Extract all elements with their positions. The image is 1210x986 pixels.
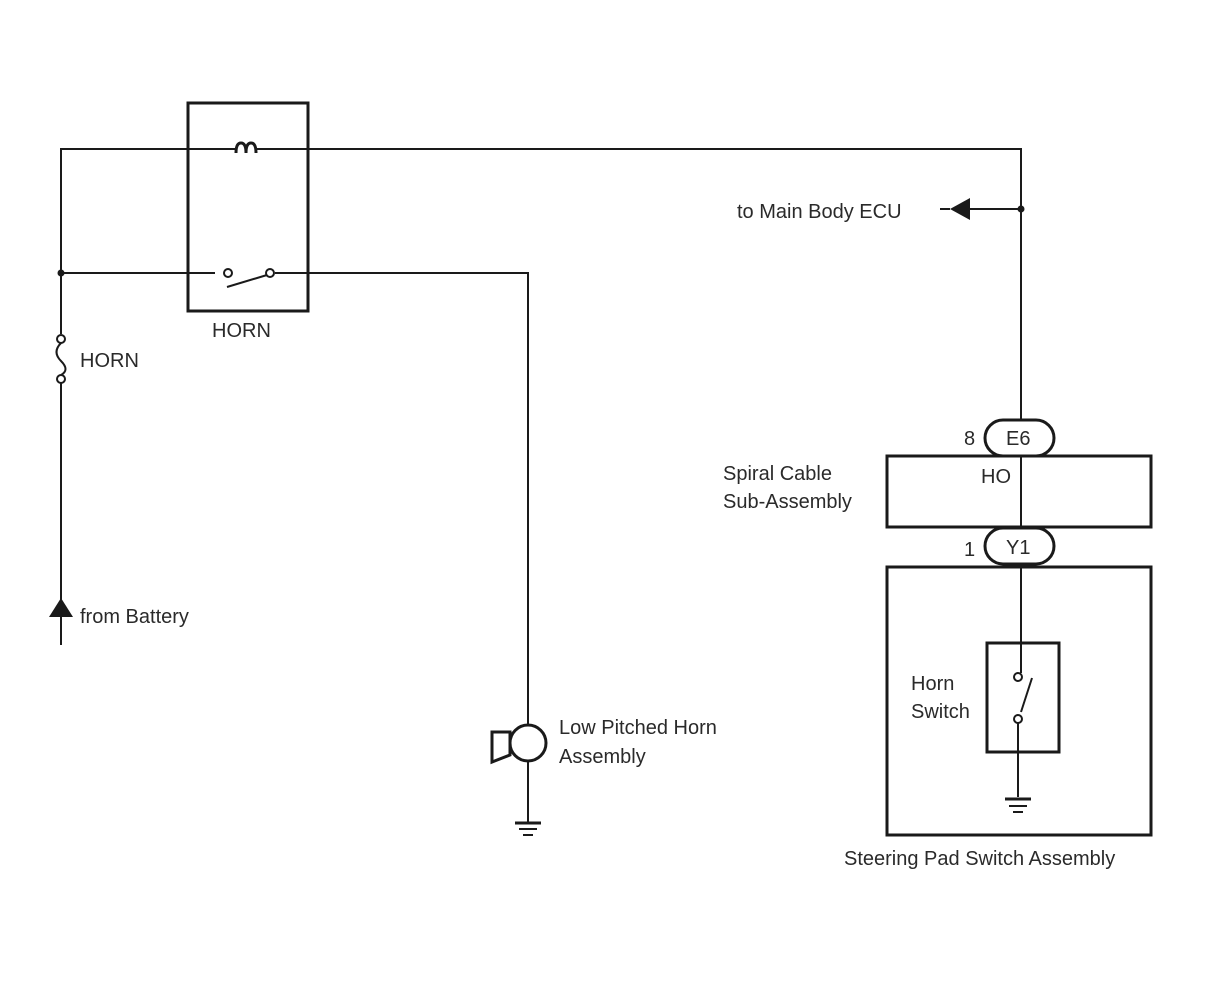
horn-relay: HORN <box>186 101 310 342</box>
horn-switch-label-line2: Switch <box>911 701 970 723</box>
junction-dot-battery <box>57 269 65 277</box>
connector-e6-pin: 8 <box>964 428 975 450</box>
steering-pad-label: Steering Pad Switch Assembly <box>844 848 1115 870</box>
steering-pad-switch-assembly: Horn Switch Steering Pad Switch Assembly <box>844 564 1153 870</box>
ground-icon <box>1005 797 1031 813</box>
spiral-cable-terminal: HO <box>981 466 1011 488</box>
spiral-cable-sub-assembly: HO Spiral Cable Sub-Assembly <box>723 454 1153 529</box>
fuse-icon <box>55 342 67 376</box>
wire-top-coil <box>60 148 1022 645</box>
battery-source: from Battery <box>49 598 189 628</box>
low-horn-label-line1: Low Pitched Horn <box>559 717 717 739</box>
connector-y1-pin: 1 <box>964 539 975 561</box>
junction-dot-ecu <box>1017 205 1025 213</box>
connector-y1: Y1 1 <box>964 526 1056 566</box>
relay-coil-icon <box>234 141 258 154</box>
ground-icon <box>515 821 541 836</box>
horn-switch-icon <box>1013 672 1033 724</box>
spiral-cable-label-line2: Sub-Assembly <box>723 491 852 513</box>
battery-label: from Battery <box>80 606 189 628</box>
horn-relay-label: HORN <box>212 320 271 342</box>
spiral-cable-label-line1: Spiral Cable <box>723 463 832 485</box>
horn-switch-label-line1: Horn <box>911 673 954 695</box>
main-body-ecu-output: to Main Body ECU <box>737 198 970 223</box>
connector-e6-name: E6 <box>1006 428 1030 450</box>
low-horn-label-line2: Assembly <box>559 746 646 768</box>
horn-fuse: HORN <box>50 334 139 390</box>
horn-icon <box>508 723 548 763</box>
connector-y1-name: Y1 <box>1006 537 1030 559</box>
low-pitched-horn: Low Pitched Horn Assembly <box>490 717 717 836</box>
arrow-left-icon <box>950 198 970 220</box>
arrow-up-icon <box>49 598 73 617</box>
wire-relay-switch <box>61 272 529 725</box>
ecu-label: to Main Body ECU <box>737 201 902 223</box>
connector-e6: E6 8 <box>964 418 1056 458</box>
relay-switch-icon <box>215 266 275 288</box>
horn-fuse-label: HORN <box>80 350 139 372</box>
